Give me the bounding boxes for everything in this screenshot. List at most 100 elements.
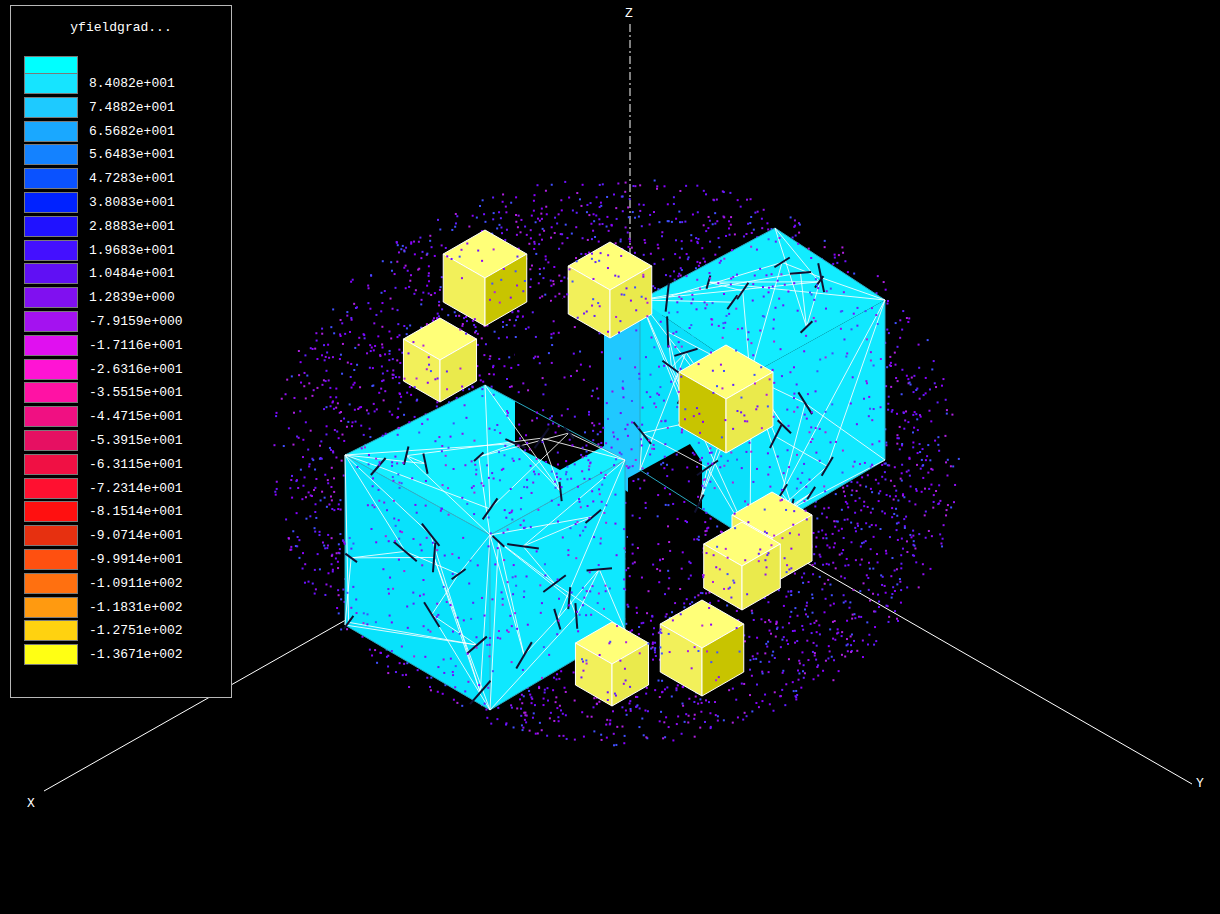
field-dot	[331, 537, 333, 539]
field-dot	[350, 376, 352, 378]
field-dot	[407, 270, 409, 272]
field-dot	[829, 650, 831, 652]
field-dot	[539, 268, 541, 270]
field-dot	[319, 445, 321, 447]
field-dot	[510, 202, 512, 204]
field-dot	[917, 429, 919, 431]
field-dot	[919, 451, 921, 453]
field-dot	[383, 399, 385, 401]
field-dot	[904, 525, 906, 527]
field-dot	[574, 739, 576, 741]
field-dot	[406, 392, 408, 394]
field-dot	[859, 590, 861, 592]
field-dot	[753, 658, 755, 660]
field-dot	[563, 735, 565, 737]
field-dot	[335, 456, 337, 458]
field-dot	[950, 465, 952, 467]
field-dot	[811, 594, 813, 596]
field-dot	[314, 527, 316, 529]
field-dot	[794, 225, 796, 227]
field-dot	[643, 204, 645, 206]
field-dot	[316, 358, 318, 360]
field-dot	[530, 278, 532, 280]
field-dot	[339, 548, 341, 550]
field-dot	[366, 409, 368, 411]
field-dot	[794, 573, 796, 575]
field-dot	[913, 540, 915, 542]
field-dot	[832, 679, 834, 681]
field-dot	[761, 671, 763, 673]
field-dot	[788, 622, 790, 624]
field-dot	[834, 257, 836, 259]
field-dot	[308, 382, 310, 384]
field-dot	[382, 260, 384, 262]
field-dot	[698, 265, 700, 267]
field-dot	[295, 545, 297, 547]
field-dot	[950, 506, 952, 508]
field-dot	[686, 253, 688, 255]
field-dot	[811, 632, 813, 634]
field-dot	[598, 218, 600, 220]
field-dot	[558, 275, 560, 277]
field-dot	[430, 294, 432, 296]
field-dot	[653, 627, 655, 629]
field-dot	[392, 358, 394, 360]
field-dot	[351, 387, 353, 389]
field-dot	[381, 292, 383, 294]
field-dot	[680, 275, 682, 277]
field-dot	[797, 615, 799, 617]
field-dot	[761, 218, 763, 220]
field-dot	[575, 226, 577, 228]
field-dot	[666, 686, 668, 688]
field-dot	[410, 241, 412, 243]
field-dot	[384, 390, 386, 392]
field-dot	[684, 721, 686, 723]
field-dot	[646, 612, 648, 614]
field-dot	[852, 589, 854, 591]
field-dot	[913, 375, 915, 377]
field-dot	[368, 287, 370, 289]
field-dot	[745, 233, 747, 235]
field-dot	[825, 598, 827, 600]
field-dot	[768, 661, 770, 663]
field-dot	[683, 606, 685, 608]
field-dot	[927, 472, 929, 474]
field-dot	[675, 218, 677, 220]
field-dot	[391, 414, 393, 416]
field-dot	[680, 267, 682, 269]
field-dot	[699, 727, 701, 729]
field-dot	[560, 199, 562, 201]
field-dot	[878, 500, 880, 502]
field-dot	[665, 716, 667, 718]
field-dot	[654, 642, 656, 644]
field-dot	[799, 224, 801, 226]
field-dot	[304, 563, 306, 565]
field-dot	[291, 497, 293, 499]
field-dot	[321, 354, 323, 356]
field-dot	[750, 198, 752, 200]
field-dot	[877, 482, 879, 484]
field-dot	[878, 601, 880, 603]
field-dot	[368, 413, 370, 415]
field-dot	[298, 374, 300, 376]
field-dot	[613, 193, 615, 195]
field-dot	[351, 425, 353, 427]
field-dot	[554, 232, 556, 234]
field-dot	[853, 273, 855, 275]
field-dot	[387, 665, 389, 667]
field-dot	[701, 247, 703, 249]
field-dot	[558, 293, 560, 295]
field-dot	[937, 503, 939, 505]
field-dot	[500, 217, 502, 219]
field-dot	[550, 712, 552, 714]
field-dot	[946, 409, 948, 411]
field-dot	[924, 514, 926, 516]
field-dot	[741, 683, 743, 685]
field-dot	[862, 640, 864, 642]
field-dot	[946, 413, 948, 415]
field-dot	[858, 616, 860, 618]
field-dot	[690, 234, 692, 236]
field-dot	[275, 494, 277, 496]
field-dot	[922, 563, 924, 565]
field-dot	[321, 328, 323, 330]
